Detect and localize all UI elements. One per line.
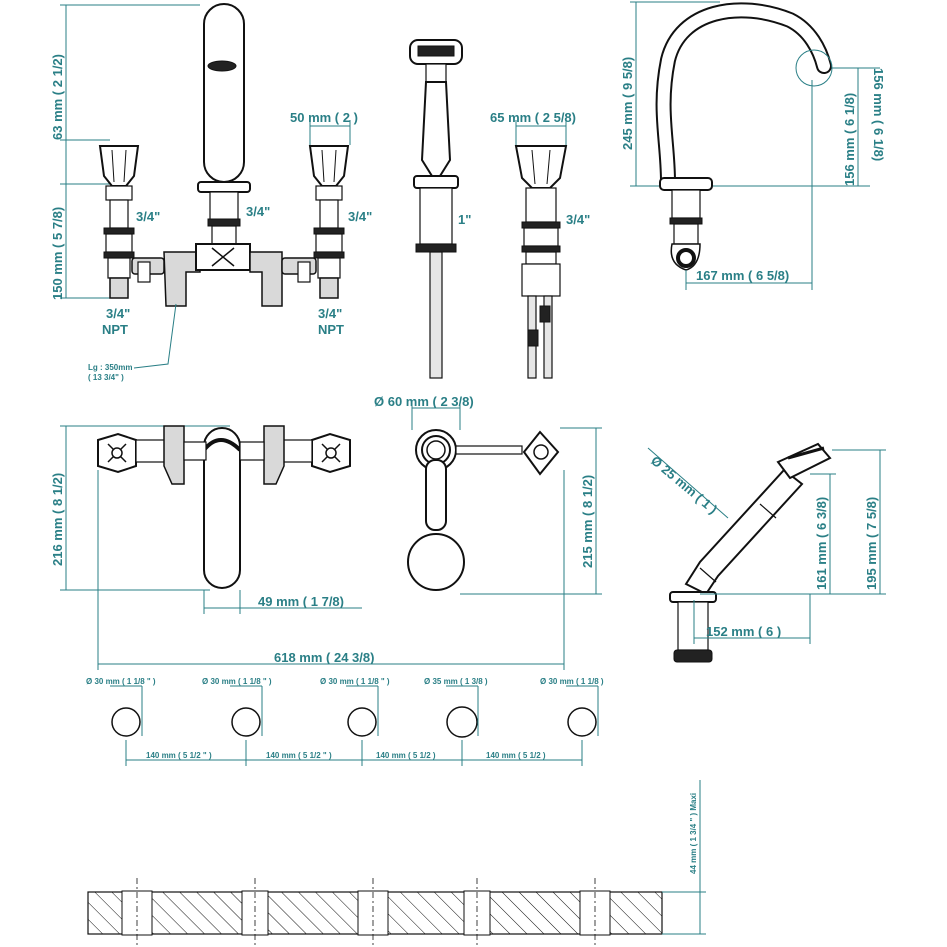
spout-top bbox=[203, 427, 241, 589]
hole-diameter-5: Ø 30 mm ( 1 1/8 ) bbox=[540, 677, 604, 686]
hole-spacing-2: 140 mm ( 5 1/2 " ) bbox=[266, 751, 332, 760]
front-height-body: 150 mm ( 5 7/8) bbox=[50, 207, 65, 300]
diverter-arm bbox=[455, 445, 523, 455]
hole-spacing-1: 140 mm ( 5 1/2 " ) bbox=[146, 751, 212, 760]
handshower-height-1: 161 mm ( 6 3/8) bbox=[814, 497, 829, 590]
left-handle bbox=[98, 145, 140, 187]
outlet-callout bbox=[795, 49, 833, 87]
shower-connection-label: 1" bbox=[458, 212, 471, 227]
top-view: 216 mm ( 8 1/2) 49 mm ( 1 7/8) 618 mm ( … bbox=[50, 425, 565, 670]
hole-diameter-1: Ø 30 mm ( 1 1/8 " ) bbox=[86, 677, 156, 686]
overall-span: 618 mm ( 24 3/8) bbox=[274, 650, 374, 665]
hole-spacing-4: 140 mm ( 5 1/2 ) bbox=[486, 751, 546, 760]
diverter-handle bbox=[514, 145, 568, 189]
front-height-top: 63 mm ( 2 1/2) bbox=[50, 54, 65, 140]
spout-arc bbox=[657, 4, 830, 188]
handshower-reach: 152 mm ( 6 ) bbox=[706, 624, 781, 639]
hose-right bbox=[249, 251, 283, 307]
spout-reach: 167 mm ( 6 5/8) bbox=[696, 268, 789, 283]
hose-diameter: Ø 25 mm ( 1 ) bbox=[648, 453, 720, 517]
spout-body bbox=[203, 3, 245, 183]
handshower-body bbox=[684, 468, 804, 596]
mounting-hole bbox=[111, 707, 141, 737]
left-npt-label: NPT bbox=[102, 322, 128, 337]
deck-thickness: 44 mm ( 1 3/4 " ) Maxi bbox=[689, 793, 698, 874]
diverter-handle-width: 65 mm ( 2 5/8) bbox=[490, 110, 576, 125]
mounting-hole bbox=[567, 707, 597, 737]
diverter-top-view: Ø 60 mm ( 2 3/8) 215 mm ( 8 1/2) bbox=[374, 394, 602, 595]
spout-outlet-height: 156 mm ( 6 1/8) bbox=[842, 93, 857, 186]
handle-width-label: 50 mm ( 2 ) bbox=[290, 110, 358, 125]
hole-spacing-3: 140 mm ( 5 1/2 ) bbox=[376, 751, 436, 760]
diverter-depth: 215 mm ( 8 1/2) bbox=[580, 475, 595, 568]
mounting-hole bbox=[231, 707, 261, 737]
top-reach: 49 mm ( 1 7/8) bbox=[258, 594, 344, 609]
handshower-top bbox=[407, 533, 465, 591]
shower-handle bbox=[420, 81, 452, 177]
handshower-side-view: Ø 25 mm ( 1 ) 161 mm ( 6 3/8) 195 mm ( 7… bbox=[647, 442, 886, 663]
hole-diameter-3: Ø 30 mm ( 1 1/8 " ) bbox=[320, 677, 390, 686]
hose-length-inch: ( 13 3/4" ) bbox=[88, 373, 124, 382]
mounting-hole bbox=[446, 706, 478, 738]
diverter-connection-label: 3/4" bbox=[566, 212, 590, 227]
hose-length-label: Lg : 350mm bbox=[88, 363, 132, 372]
diverter-diameter: Ø 60 mm ( 2 3/8) bbox=[374, 394, 474, 409]
spout-outlet-height-mirror: 156 mm ( 6 1/8) bbox=[871, 68, 886, 161]
handshower-head bbox=[776, 442, 832, 480]
handshower-height-2: 195 mm ( 7 5/8) bbox=[864, 497, 879, 590]
left-npt-size: 3/4" bbox=[106, 306, 130, 321]
right-handle bbox=[308, 145, 350, 187]
front-view: 63 mm ( 2 1/2) 150 mm ( 5 7/8) 3/4" 3/4"… bbox=[50, 3, 372, 382]
right-connection-label: 3/4" bbox=[348, 209, 372, 224]
hole-layout: Ø 30 mm ( 1 1/8 " ) Ø 30 mm ( 1 1/8 " ) … bbox=[86, 677, 604, 766]
spout-height-total: 245 mm ( 9 5/8) bbox=[620, 57, 635, 150]
spout-outlet bbox=[207, 60, 237, 72]
top-depth-left: 216 mm ( 8 1/2) bbox=[50, 473, 65, 566]
deck-section: 44 mm ( 1 3/4 " ) Maxi bbox=[87, 780, 706, 946]
hole-diameter-2: Ø 30 mm ( 1 1/8 " ) bbox=[202, 677, 272, 686]
spout-side-view: 245 mm ( 9 5/8) 156 mm ( 6 1/8) 156 mm (… bbox=[620, 1, 886, 290]
hole-diameter-4: Ø 35 mm ( 1 3/8 ) bbox=[424, 677, 488, 686]
left-connection-label: 3/4" bbox=[136, 209, 160, 224]
right-npt-size: 3/4" bbox=[318, 306, 342, 321]
shower-view: 1" bbox=[409, 39, 471, 379]
hose-left bbox=[163, 251, 201, 307]
spout-connection-label: 3/4" bbox=[246, 204, 270, 219]
mounting-hole bbox=[347, 707, 377, 737]
diverter-view: 65 mm ( 2 5/8) 3/4" bbox=[490, 110, 590, 379]
right-npt-label: NPT bbox=[318, 322, 344, 337]
